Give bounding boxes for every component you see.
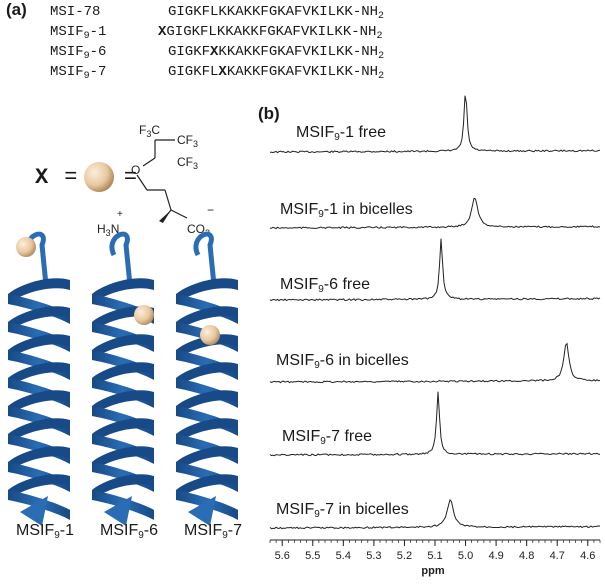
tick-label: 5.1: [427, 550, 442, 562]
spectrum-label: MSIF9-6 in bicelles: [276, 352, 409, 371]
oxygen-label: O: [131, 163, 140, 177]
tick-label: 4.7: [550, 550, 565, 562]
nmr-spectrum-trace: [269, 391, 601, 457]
spectrum-label: MSIF9-7 free: [282, 428, 372, 447]
nmr-spectrum-trace: [269, 238, 601, 302]
cf3-top-label: CF3: [177, 133, 198, 149]
x-definition: X =: [35, 163, 77, 190]
tick-label: 5.5: [305, 550, 320, 562]
sequence-name: MSI-78: [50, 4, 101, 20]
f3c-label: F3C: [139, 123, 160, 139]
sequence-text: GIGKFXKKAKKFGKAFVKILKK-NH2: [168, 44, 385, 62]
tick-label: 5.0: [458, 550, 473, 562]
tick-label: 5.6: [275, 550, 290, 562]
sequence-text: XGIGKFLKKAKKFGKAFVKILKK-NH2: [158, 24, 383, 42]
nmr-spectrum-trace: [269, 95, 601, 154]
tick-label: 5.4: [336, 550, 351, 562]
helix-label-msif9-6: MSIF9-6: [100, 522, 159, 541]
x-axis-label: ppm: [421, 565, 444, 577]
nmr-spectrum-trace: [269, 342, 601, 384]
panel-a-label: (a): [6, 0, 27, 19]
fluorinated-residue-sphere-icon: [200, 325, 220, 345]
sequence-name: MSIF9-6: [50, 44, 107, 62]
tick-label: 5.3: [366, 550, 381, 562]
minus-label: −: [207, 203, 214, 217]
x-symbol: X: [35, 165, 49, 190]
helix-illustrations: [8, 231, 238, 526]
nmr-spectrum-trace: [269, 197, 601, 230]
h3n-label: H3N: [97, 222, 119, 238]
helix-ribbon: [92, 231, 154, 526]
tick-label: 5.2: [397, 550, 412, 562]
cf3-right-label: CF3: [177, 155, 198, 171]
sequence-name: MSIF9-1: [50, 24, 107, 42]
tick-label: 4.9: [488, 550, 503, 562]
helix-label-msif9-7: MSIF9-7: [184, 522, 243, 541]
equals-sign-2: =: [124, 163, 137, 188]
plus-label: +: [117, 209, 123, 220]
spectrum-label: MSIF9-6 free: [280, 276, 370, 295]
sphere-icon: [84, 162, 114, 192]
spectrum-label: MSIF9-7 in bicelles: [276, 501, 409, 520]
nmr-spectrum-trace: [269, 498, 601, 530]
spectrum-label: MSIF9-1 in bicelles: [280, 201, 413, 220]
fluorinated-amino-acid-structure: F3C CF3 CF3 O H3N + CO2 −: [97, 123, 214, 238]
panel-b-label: (b): [258, 104, 280, 123]
spectrum-label: MSIF9-1 free: [296, 124, 386, 143]
sequence-name: MSIF9-7: [50, 64, 107, 82]
sequence-text: GIGKFLXKAKKFGKAFVKILKK-NH2: [168, 64, 385, 82]
helix-ribbon: [8, 231, 70, 526]
fluorinated-residue-sphere-icon: [16, 237, 36, 257]
sequence-text: GIGKFLKKAKKFGKAFVKILKK-NH2: [168, 4, 385, 22]
equals-sign-1: =: [64, 163, 78, 188]
tick-label: 4.8: [519, 550, 534, 562]
helix-label-msif9-1: MSIF9-1: [16, 522, 75, 541]
tick-label: 4.6: [580, 550, 595, 562]
helix-ribbon: [176, 231, 238, 526]
fluorinated-residue-sphere-icon: [134, 305, 154, 325]
